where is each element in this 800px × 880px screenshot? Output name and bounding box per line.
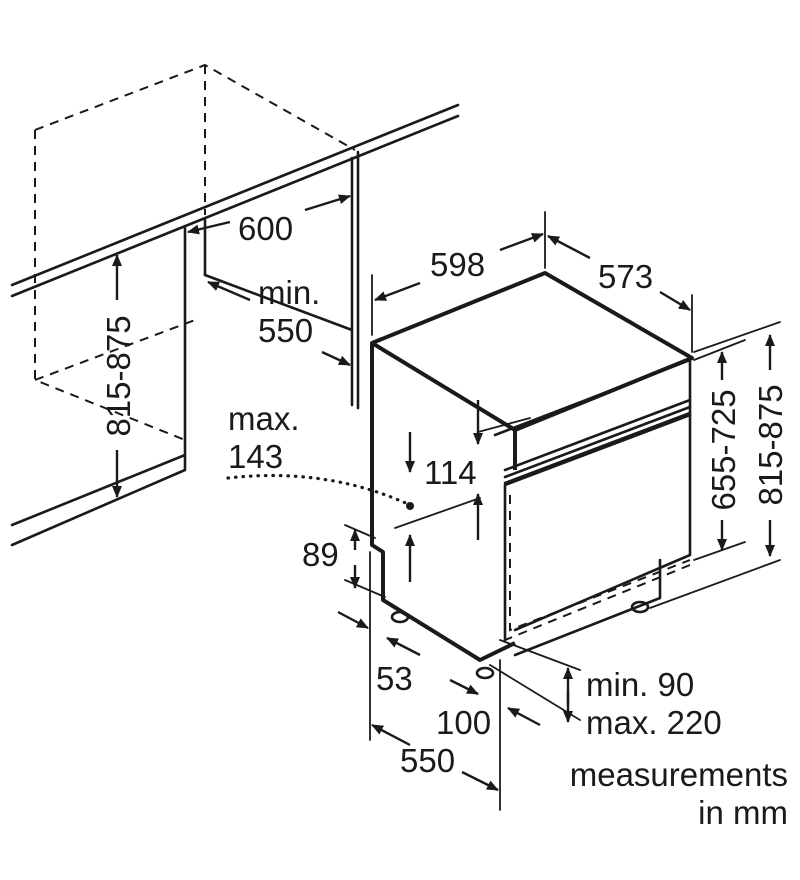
label-plinth-max: max. 220 — [586, 704, 722, 741]
label-niche-height: 815-875 — [100, 315, 137, 436]
label-plinth-offset: 89 — [302, 536, 339, 573]
appliance-feet — [390, 600, 650, 680]
label-appliance-height-b: 815-875 — [752, 384, 789, 505]
plinth-dashed-outline — [504, 495, 691, 641]
label-appliance-depth: 573 — [598, 258, 653, 295]
label-niche-depth-line1: min. — [258, 274, 320, 311]
dimension-labels: 600 min. 550 815-875 598 573 655-725 815… — [100, 210, 789, 779]
label-plinth-min: min. 90 — [586, 666, 694, 703]
appliance-top-face — [370, 271, 694, 432]
units-note-line2: in mm — [698, 794, 788, 831]
label-niche-width: 600 — [238, 210, 293, 247]
dishwasher-body — [226, 271, 694, 680]
recess-point — [406, 502, 414, 510]
niche-left-panel — [10, 218, 207, 547]
label-panel-gap: 114 — [424, 454, 477, 491]
niche-dashed-outline — [34, 63, 356, 441]
units-note-line1: measurements — [570, 756, 788, 793]
units-note: measurements in mm — [570, 756, 788, 831]
dimension-lines — [112, 194, 781, 811]
niche-back-panel — [203, 150, 360, 410]
max-recess-leader — [226, 473, 412, 507]
label-foot-offset: 100 — [436, 704, 491, 741]
door-panel-lines — [503, 398, 692, 485]
appliance-side — [513, 413, 692, 657]
label-max-recess-line1: max. — [228, 400, 300, 437]
worktop-edge — [10, 103, 460, 298]
label-appliance-width: 598 — [430, 246, 485, 283]
label-base-depth: 550 — [400, 742, 455, 779]
label-appliance-height-a: 655-725 — [705, 389, 742, 510]
label-niche-depth-line2: 550 — [258, 312, 313, 349]
label-foot-setback: 53 — [376, 660, 413, 697]
kitchen-niche — [10, 63, 460, 547]
appliance-front-face — [370, 343, 517, 662]
label-max-recess-line2: 143 — [228, 438, 283, 475]
